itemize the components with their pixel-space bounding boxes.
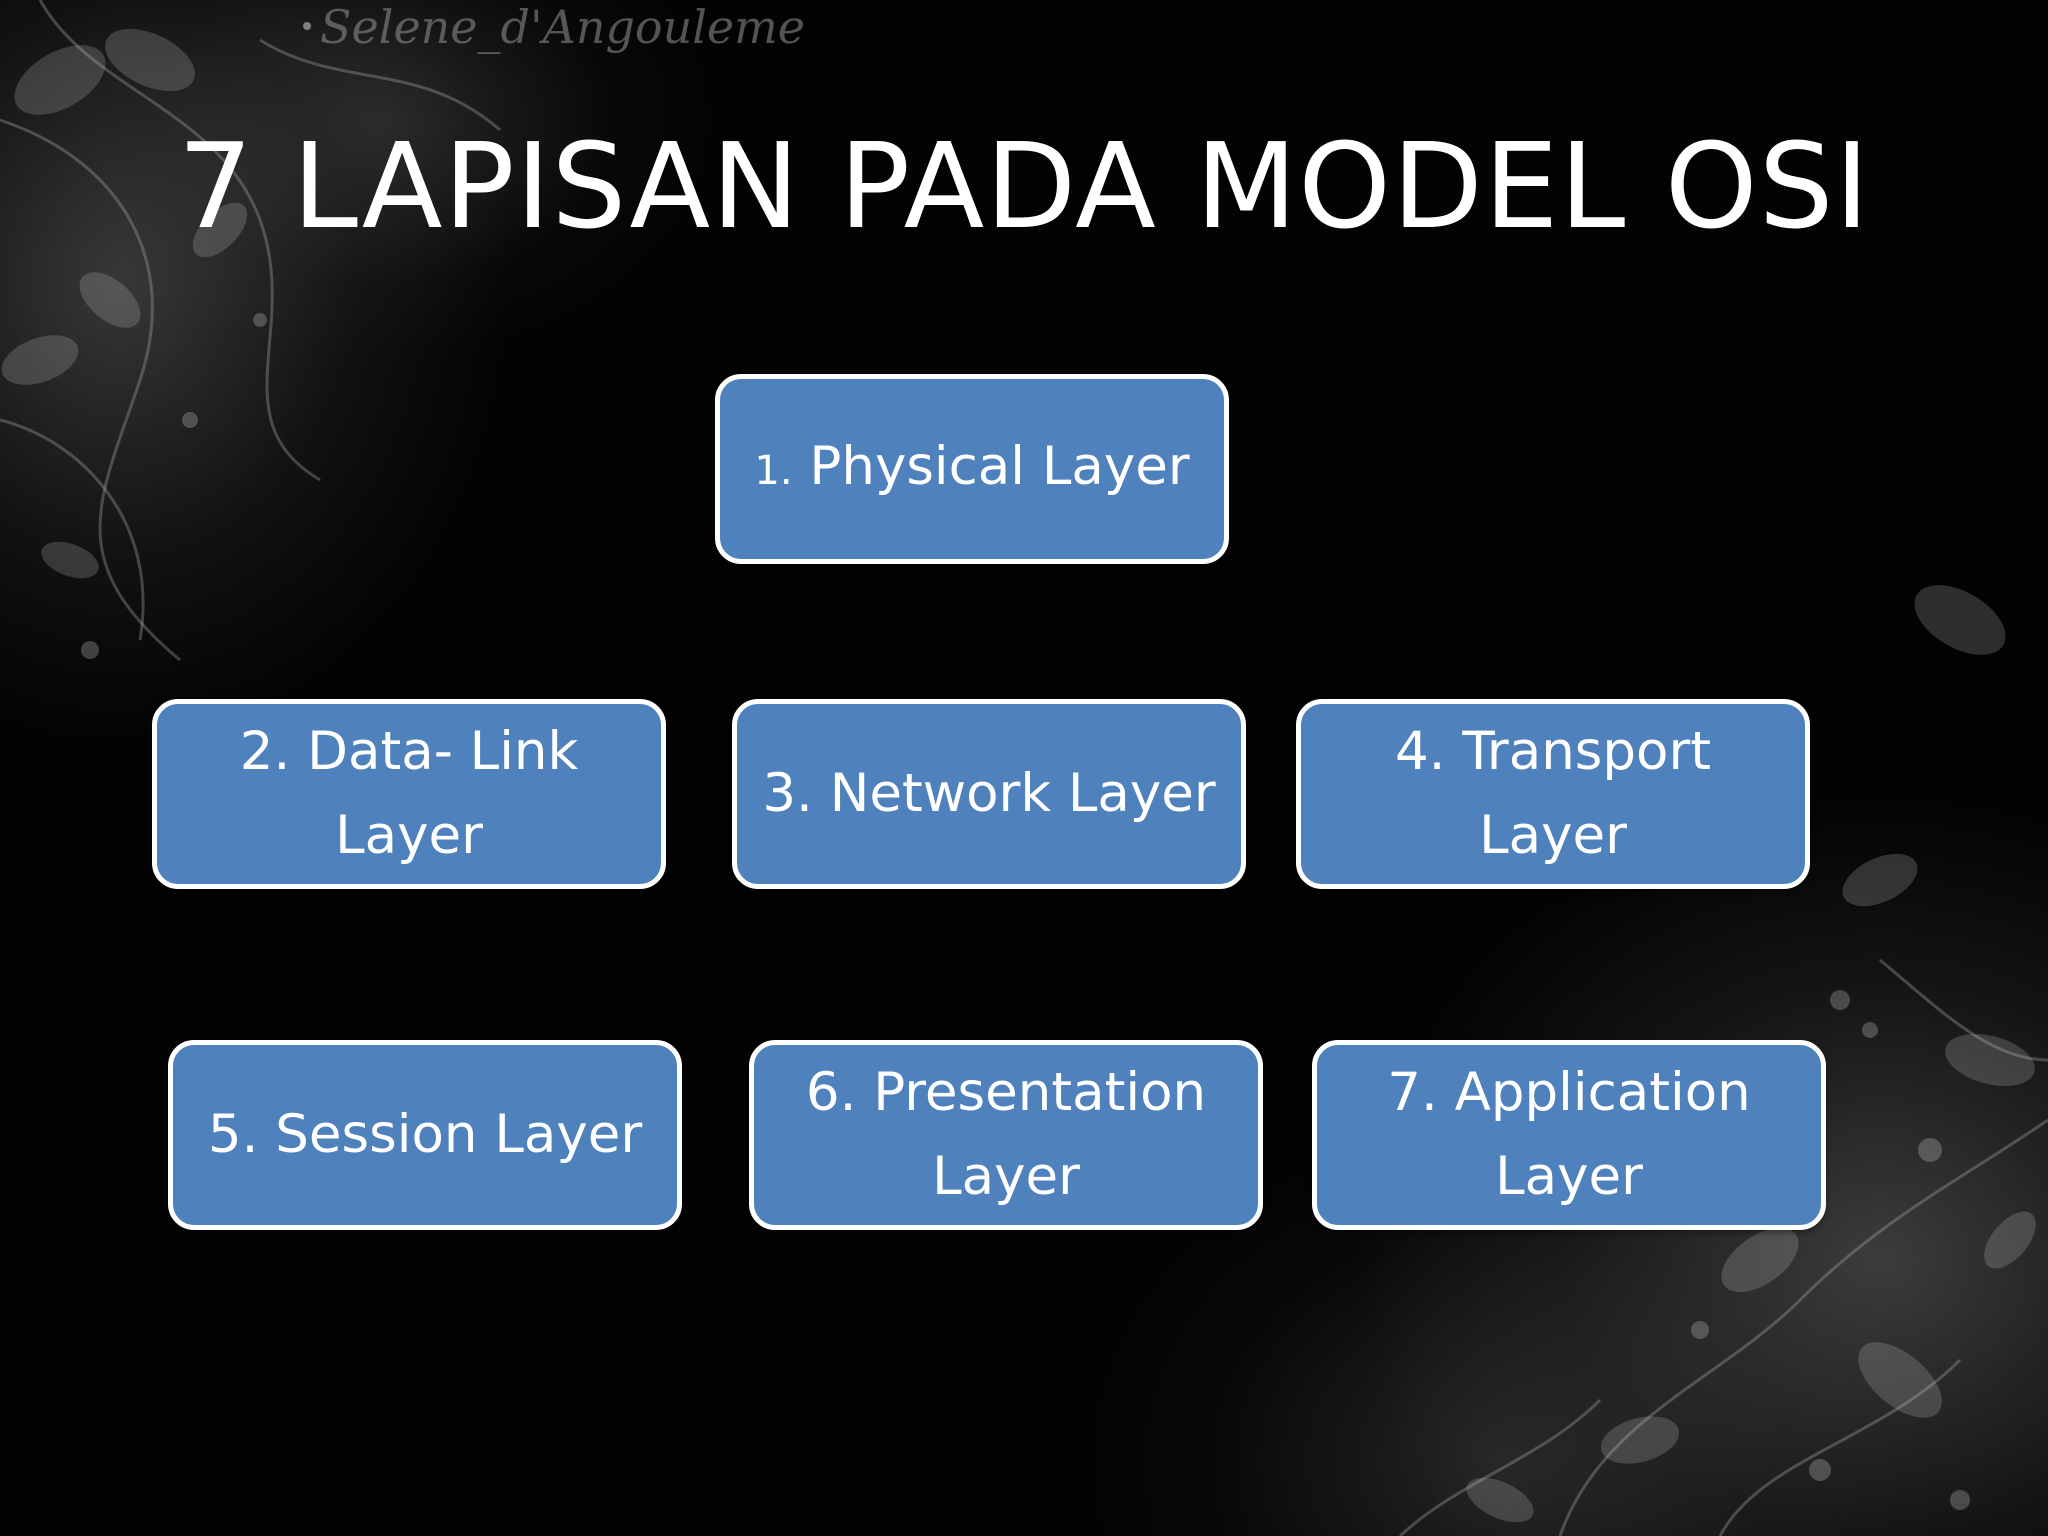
layer-box-network: 3. Network Layer bbox=[732, 699, 1246, 889]
watermark-text: Selene_d'Angouleme bbox=[320, 0, 805, 54]
layer-box-presentation: 6. Presentation Layer bbox=[749, 1040, 1263, 1230]
slide-title: 7 LAPISAN PADA MODEL OSI bbox=[177, 117, 1871, 255]
layer-label: 6. Presentation Layer bbox=[805, 1062, 1207, 1207]
layer-box-session: 5. Session Layer bbox=[168, 1040, 682, 1230]
layer-box-physical-text: 1. Physical Layer bbox=[754, 425, 1189, 513]
layer-number: 1. bbox=[754, 448, 793, 494]
layer-label: 7. Application Layer bbox=[1387, 1062, 1751, 1207]
layer-label: 2. Data- Link Layer bbox=[239, 721, 579, 866]
layer-box-data-link: 2. Data- Link Layer bbox=[152, 699, 666, 889]
layer-label: 5. Session Layer bbox=[207, 1104, 643, 1165]
layer-label: Physical Layer bbox=[809, 436, 1190, 497]
watermark-dot bbox=[303, 22, 311, 30]
layer-box-application: 7. Application Layer bbox=[1312, 1040, 1826, 1230]
layer-label: 3. Network Layer bbox=[762, 763, 1216, 824]
layer-box-transport: 4. Transport Layer bbox=[1296, 699, 1810, 889]
layer-box-physical: 1. Physical Layer bbox=[715, 374, 1229, 564]
layer-label: 4. Transport Layer bbox=[1394, 721, 1712, 866]
